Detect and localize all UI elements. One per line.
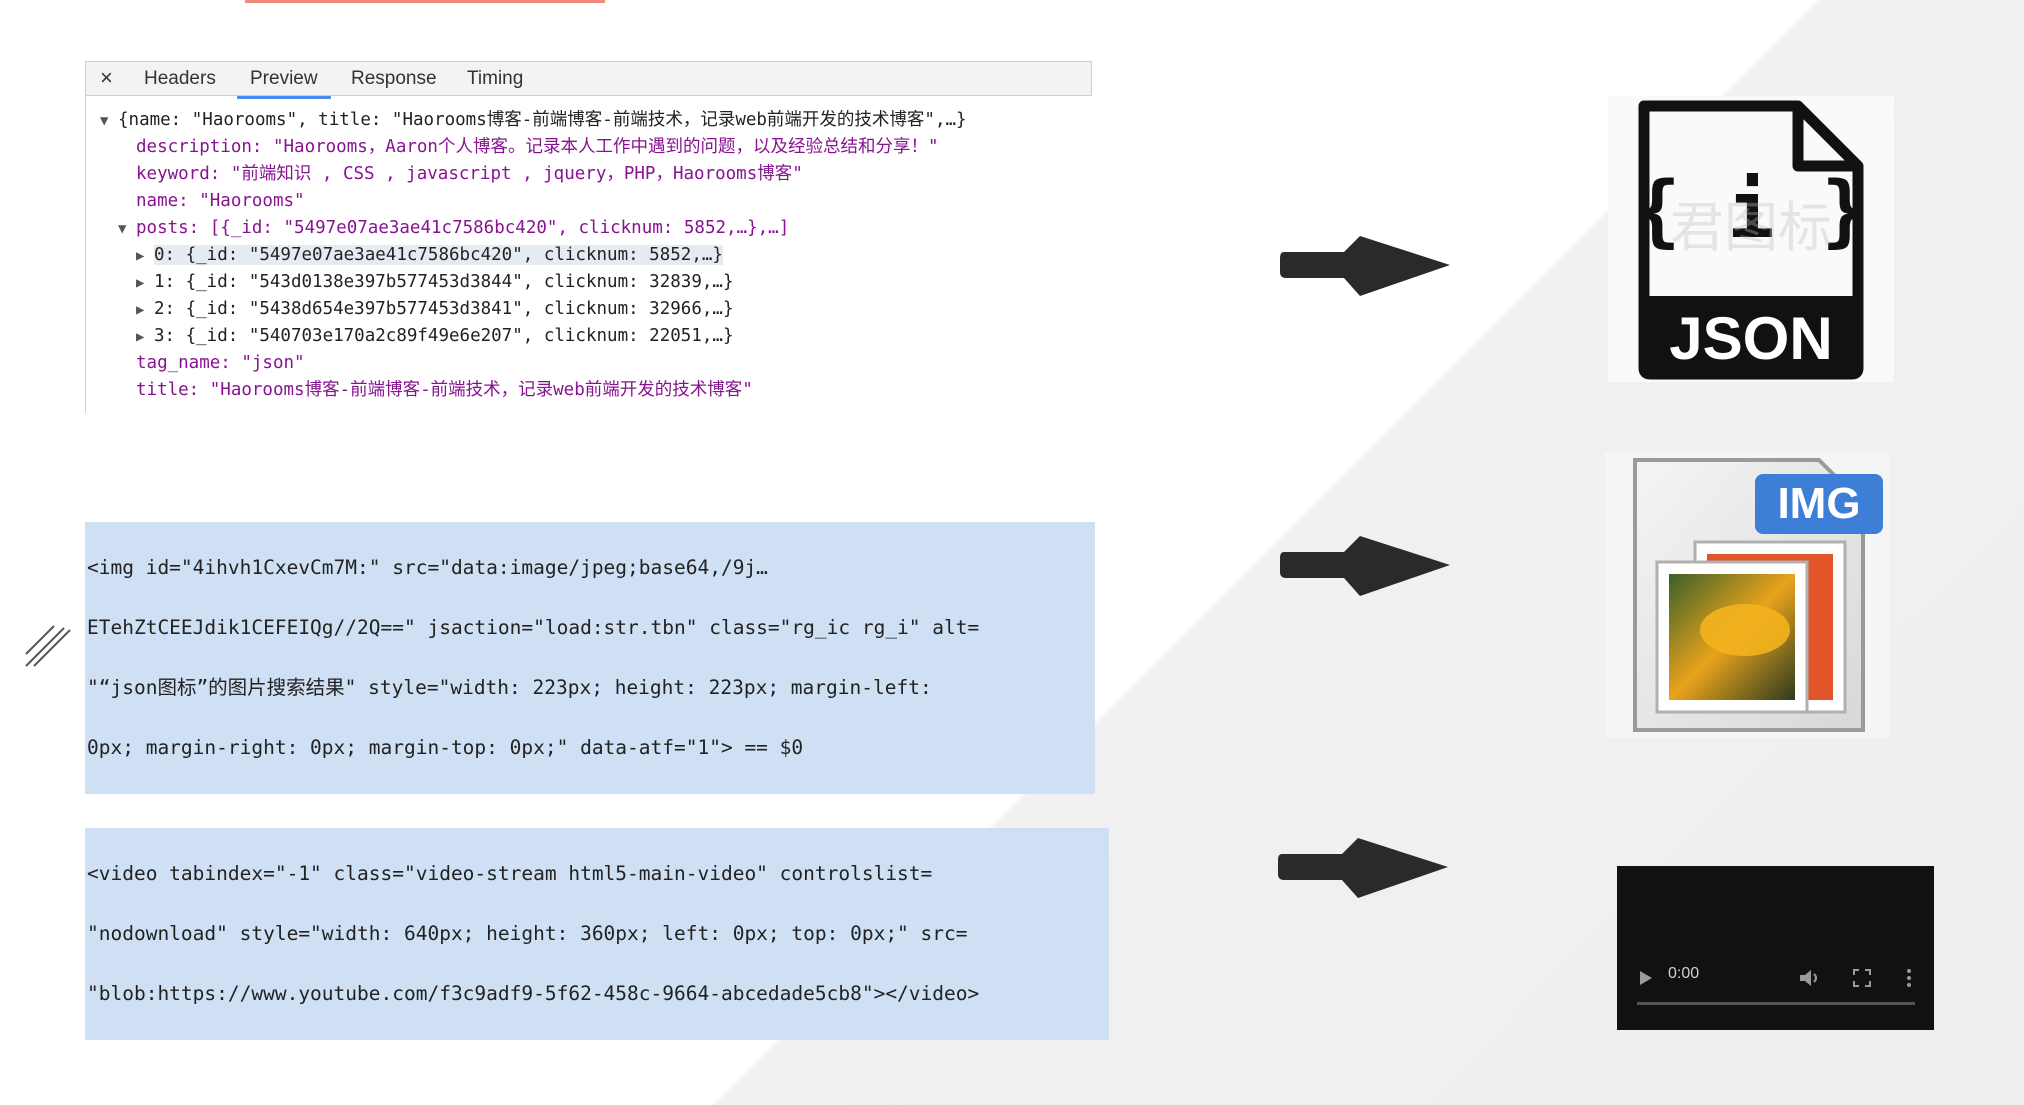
- top-accent-bar: [245, 0, 605, 3]
- expand-triangle-icon[interactable]: ▼: [100, 113, 109, 129]
- img-code-line-3: "“json图标”的图片搜索结果" style="width: 223px; h…: [87, 676, 932, 699]
- img-code-line-1: <img id="4ihvh1CxevCm7M:" src="data:imag…: [87, 556, 768, 579]
- img-code-line-2: ETehZtCEEJdik1CEFEIQg//2Q==" jsaction="l…: [87, 616, 980, 639]
- video-player[interactable]: 0:00: [1617, 866, 1934, 1030]
- tree-post-2-text: 2: {_id: "5438d654e397b577453d3841", cli…: [154, 299, 734, 319]
- video-element-code: <video tabindex="-1" class="video-stream…: [85, 828, 1109, 1040]
- json-label-text: JSON: [1669, 305, 1832, 372]
- tree-root[interactable]: ▼ {name: "Haorooms", title: "Haorooms博客-前…: [100, 107, 967, 135]
- json-braces-text: { i }: [1634, 166, 1869, 256]
- img-code-line-4: 0px; margin-right: 0px; margin-top: 0px;…: [87, 736, 804, 759]
- tree-name: name: "Haorooms": [136, 191, 305, 211]
- watermark-text: 君图标: [1670, 196, 1832, 259]
- more-icon[interactable]: [1906, 968, 1912, 988]
- image-file-icon: IMG: [1605, 452, 1889, 738]
- tree-title: title: "Haorooms博客-前端博客-前端技术，记录web前端开发的技…: [136, 380, 753, 400]
- arrow-right-icon: [1280, 236, 1450, 296]
- video-code-line-1: <video tabindex="-1" class="video-stream…: [87, 862, 933, 885]
- tab-response[interactable]: Response: [351, 68, 437, 89]
- collapse-triangle-icon[interactable]: ▶: [136, 275, 145, 291]
- tree-post-0[interactable]: ▶ 0: {_id: "5497e07ae3ae41c7586bc420", cl…: [136, 242, 723, 270]
- close-icon[interactable]: ×: [100, 65, 113, 90]
- tree-post-0-text: 0: {_id: "5497e07ae3ae41c7586bc420", cli…: [154, 245, 723, 265]
- tree-post-1[interactable]: ▶ 1: {_id: "543d0138e397b577453d3844", cl…: [136, 269, 733, 297]
- tree-posts[interactable]: ▼ posts: [{_id: "5497e07ae3ae41c7586bc420…: [118, 215, 789, 243]
- tree-post-2[interactable]: ▶ 2: {_id: "5438d654e397b577453d3841", cl…: [136, 296, 733, 324]
- volume-icon[interactable]: [1799, 968, 1821, 988]
- arrow-right-icon: [1280, 536, 1450, 596]
- devtools-border: [85, 95, 86, 413]
- tree-post-3[interactable]: ▶ 3: {_id: "540703e170a2c89f49e6e207", cl…: [136, 323, 733, 351]
- tree-posts-text: posts: [{_id: "5497e07ae3ae41c7586bc420"…: [136, 218, 790, 238]
- arrow-right-icon: [1278, 838, 1448, 898]
- video-time: 0:00: [1668, 965, 1700, 982]
- tree-post-1-text: 1: {_id: "543d0138e397b577453d3844", cli…: [154, 272, 734, 292]
- img-badge-text: IMG: [1777, 479, 1860, 528]
- video-code-line-2: "nodownload" style="width: 640px; height…: [87, 922, 968, 945]
- tree-post-3-text: 3: {_id: "540703e170a2c89f49e6e207", cli…: [154, 326, 734, 346]
- devtools-tab-bar: × Headers Preview Response Timing: [85, 61, 1092, 99]
- tree-description: description: "Haorooms，Aaron个人博客。记录本人工作中…: [136, 137, 939, 157]
- tree-tag-name: tag_name: "json": [136, 353, 305, 373]
- img-element-code: <img id="4ihvh1CxevCm7M:" src="data:imag…: [85, 522, 1095, 794]
- collapse-triangle-icon[interactable]: ▶: [136, 302, 145, 318]
- json-file-icon: { i } JSON 君图标: [1608, 96, 1894, 382]
- play-icon[interactable]: [1639, 970, 1653, 986]
- slash-decoration-icon: [25, 625, 71, 667]
- fullscreen-icon[interactable]: [1853, 969, 1871, 987]
- tab-timing[interactable]: Timing: [467, 68, 524, 89]
- tree-root-text: {name: "Haorooms", title: "Haorooms博客-前端…: [118, 110, 967, 130]
- video-progress-bar[interactable]: [1637, 1002, 1915, 1005]
- tab-headers[interactable]: Headers: [144, 68, 216, 89]
- video-code-line-3: "blob:https://www.youtube.com/f3c9adf9-5…: [87, 982, 980, 1005]
- collapse-triangle-icon[interactable]: ▶: [136, 329, 145, 345]
- collapse-triangle-icon[interactable]: ▶: [136, 248, 145, 264]
- tab-preview[interactable]: Preview: [237, 68, 331, 99]
- devtools-panel: × Headers Preview Response Timing: [85, 61, 1092, 413]
- tree-keyword: keyword: "前端知识 , CSS , javascript , jque…: [136, 164, 803, 184]
- expand-triangle-icon[interactable]: ▼: [118, 221, 127, 237]
